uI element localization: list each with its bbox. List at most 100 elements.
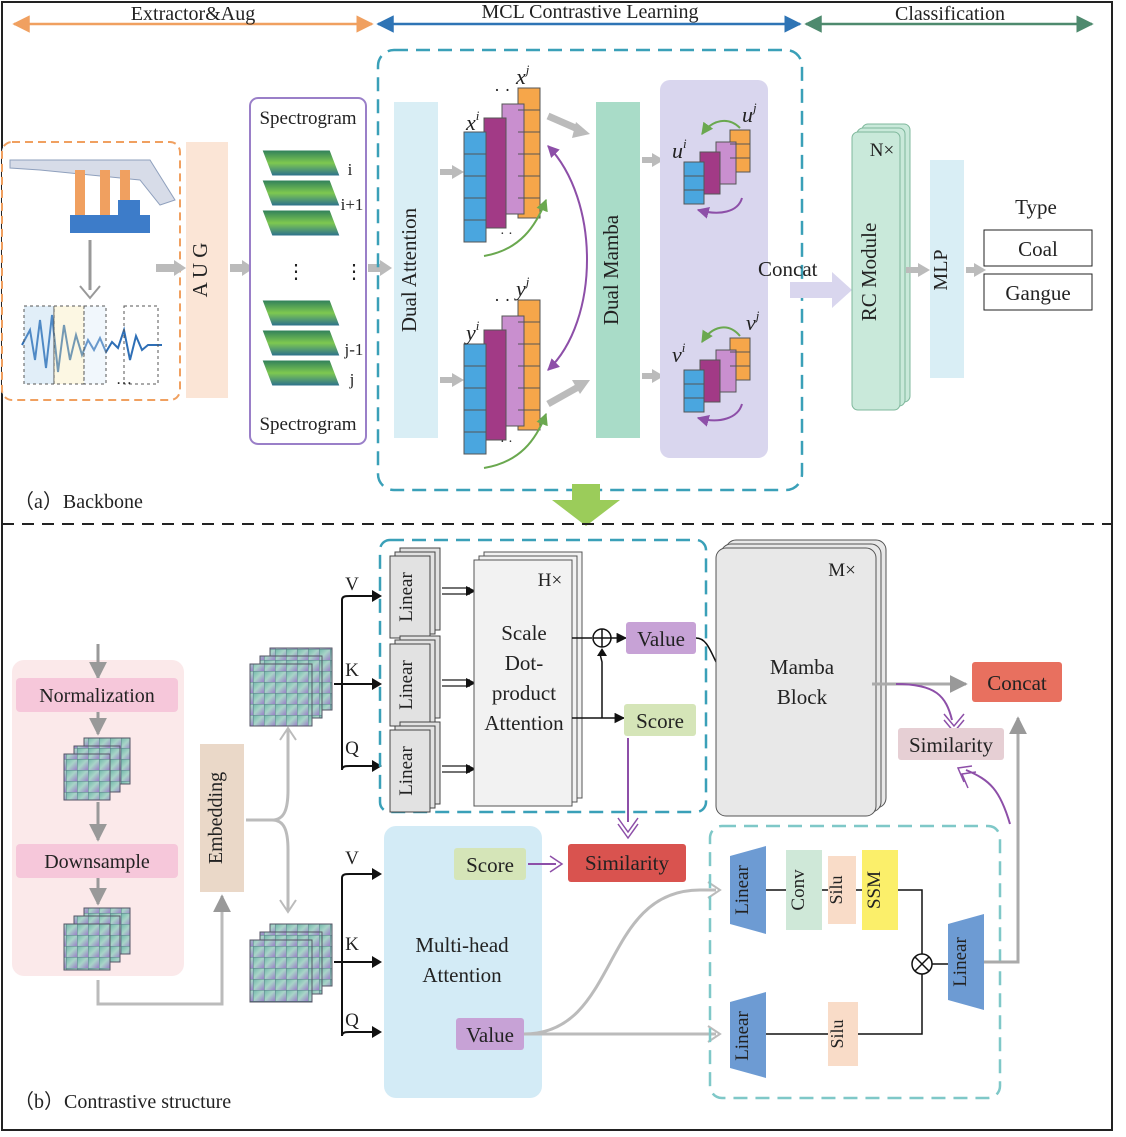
downsample-label: Downsample: [44, 851, 150, 873]
backbone-caption: （a）Backbone: [14, 490, 143, 513]
mlp-label: MLP: [930, 249, 952, 290]
embedding-grid-bottom: [249, 923, 333, 1003]
embedding-label: Embedding: [205, 772, 227, 864]
section-extractor-label: Extractor&Aug: [131, 3, 255, 25]
linear-in-top: [730, 846, 766, 934]
silu-top-block: [828, 856, 856, 924]
svg-text:· ·: · ·: [494, 80, 511, 100]
mha-line2: Attention: [422, 963, 502, 987]
u-j-label: uj: [742, 100, 757, 127]
dual-attention-block: [394, 102, 438, 438]
scale-line3: product: [492, 681, 556, 705]
h-repeat-label: H×: [538, 570, 562, 591]
dual-mamba-label: Dual Mamba: [599, 214, 623, 325]
backbone-concat-label: Concat: [758, 257, 818, 281]
x-i-label: xi: [465, 108, 480, 135]
top-value-box: [626, 622, 696, 654]
top-score-label: Score: [636, 709, 684, 733]
linear-k-stack: [389, 635, 441, 727]
bottom-q-label: Q: [345, 1010, 359, 1031]
spec-index-i: i: [348, 160, 353, 179]
svg-text:· ·: · ·: [500, 435, 513, 450]
contrastive-concat-label: Concat: [987, 671, 1047, 695]
gangue-box: [983, 273, 1093, 311]
contrastive-concat-box: [972, 662, 1062, 702]
spectrogram-stack-bottom: [261, 299, 341, 387]
v-feature-stack: [683, 337, 751, 413]
svg-text:…: …: [116, 371, 132, 388]
similarity-top-box: [898, 728, 1004, 760]
dual-attention-label: Dual Attention: [397, 207, 421, 332]
embedding-grid-top: [249, 647, 333, 727]
mamba-line2: Block: [777, 685, 828, 709]
bottom-v-label: V: [345, 848, 359, 869]
spec-index-dots-left: ⋮: [286, 261, 306, 283]
conv-block: [786, 850, 822, 930]
rc-repeat-label: N×: [870, 140, 894, 161]
u-feature-stack: [683, 129, 751, 205]
downsampled-feature-grid: [63, 907, 131, 971]
mha-line1: Multi-head: [415, 933, 509, 957]
linear-in-bottom: [730, 992, 766, 1078]
mamba-line1: Mamba: [770, 655, 835, 679]
top-attention-box: [378, 538, 708, 814]
x-feature-stack: [463, 87, 541, 243]
rc-module-block: [851, 123, 911, 411]
ssm-block: [862, 850, 898, 930]
u-i-label: ui: [672, 136, 687, 163]
spectrogram-top-label: Spectrogram: [259, 108, 356, 129]
mamba-block: [715, 539, 887, 817]
spec-index-j: j: [349, 370, 355, 389]
normalization-box: [16, 678, 178, 712]
linear-v-label: Linear: [396, 572, 417, 622]
v-j-label: vj: [746, 308, 760, 335]
spec-index-dots-right: ⋮: [344, 261, 364, 283]
scale-line1: Scale: [501, 621, 546, 645]
linear-out-label: Linear: [950, 937, 971, 987]
m-repeat-label: M×: [828, 560, 856, 581]
silu-bottom-block: [828, 1002, 858, 1066]
bottom-value-label: Value: [466, 1023, 514, 1047]
bottom-k-label: K: [345, 934, 359, 955]
spec-index-j1: j-1: [344, 340, 364, 359]
contrastive-caption: （b）Contrastive structure: [14, 1090, 231, 1113]
silu-top-label: Silu: [826, 875, 846, 904]
svg-text:· ·: · ·: [500, 227, 513, 242]
scale-line4: Attention: [484, 711, 564, 735]
y-j-label: yj: [514, 274, 530, 301]
linear-v-stack: [389, 547, 441, 639]
section-classification-label: Classification: [895, 3, 1005, 25]
scale-dot-product-block: [473, 551, 583, 807]
linear-in-top-label: Linear: [732, 865, 753, 915]
bottom-value-box: [456, 1018, 524, 1050]
type-label: Type: [1015, 195, 1057, 219]
coal-label: Coal: [1018, 237, 1058, 261]
x-j-label: xj: [515, 62, 530, 89]
linear-q-stack: [389, 721, 441, 813]
waveform-image: …: [21, 304, 162, 388]
similarity-bottom-box: [568, 844, 686, 882]
spectrogram-bottom-label: Spectrogram: [259, 414, 356, 435]
coal-box: [983, 229, 1093, 267]
similarity-top-label: Similarity: [909, 733, 994, 757]
top-value-label: Value: [637, 627, 685, 651]
linear-k-label: Linear: [396, 660, 417, 710]
aug-block: [186, 142, 228, 398]
bottom-score-label: Score: [466, 853, 514, 877]
normalization-label: Normalization: [39, 685, 155, 707]
gangue-label: Gangue: [1005, 281, 1070, 305]
top-v-label: V: [345, 574, 359, 595]
y-feature-stack: [463, 299, 541, 455]
embedding-block: [200, 744, 244, 892]
v-i-label: vi: [672, 340, 686, 367]
silu-bottom-label: Silu: [827, 1019, 847, 1048]
mlp-block: [930, 160, 964, 378]
scale-line2: Dot-: [505, 651, 544, 675]
top-score-box: [624, 704, 696, 736]
downsample-box: [16, 844, 178, 878]
similarity-bottom-label: Similarity: [585, 851, 670, 875]
spectrogram-stack-top: [261, 149, 341, 237]
rc-module-label: RC Module: [857, 223, 881, 322]
